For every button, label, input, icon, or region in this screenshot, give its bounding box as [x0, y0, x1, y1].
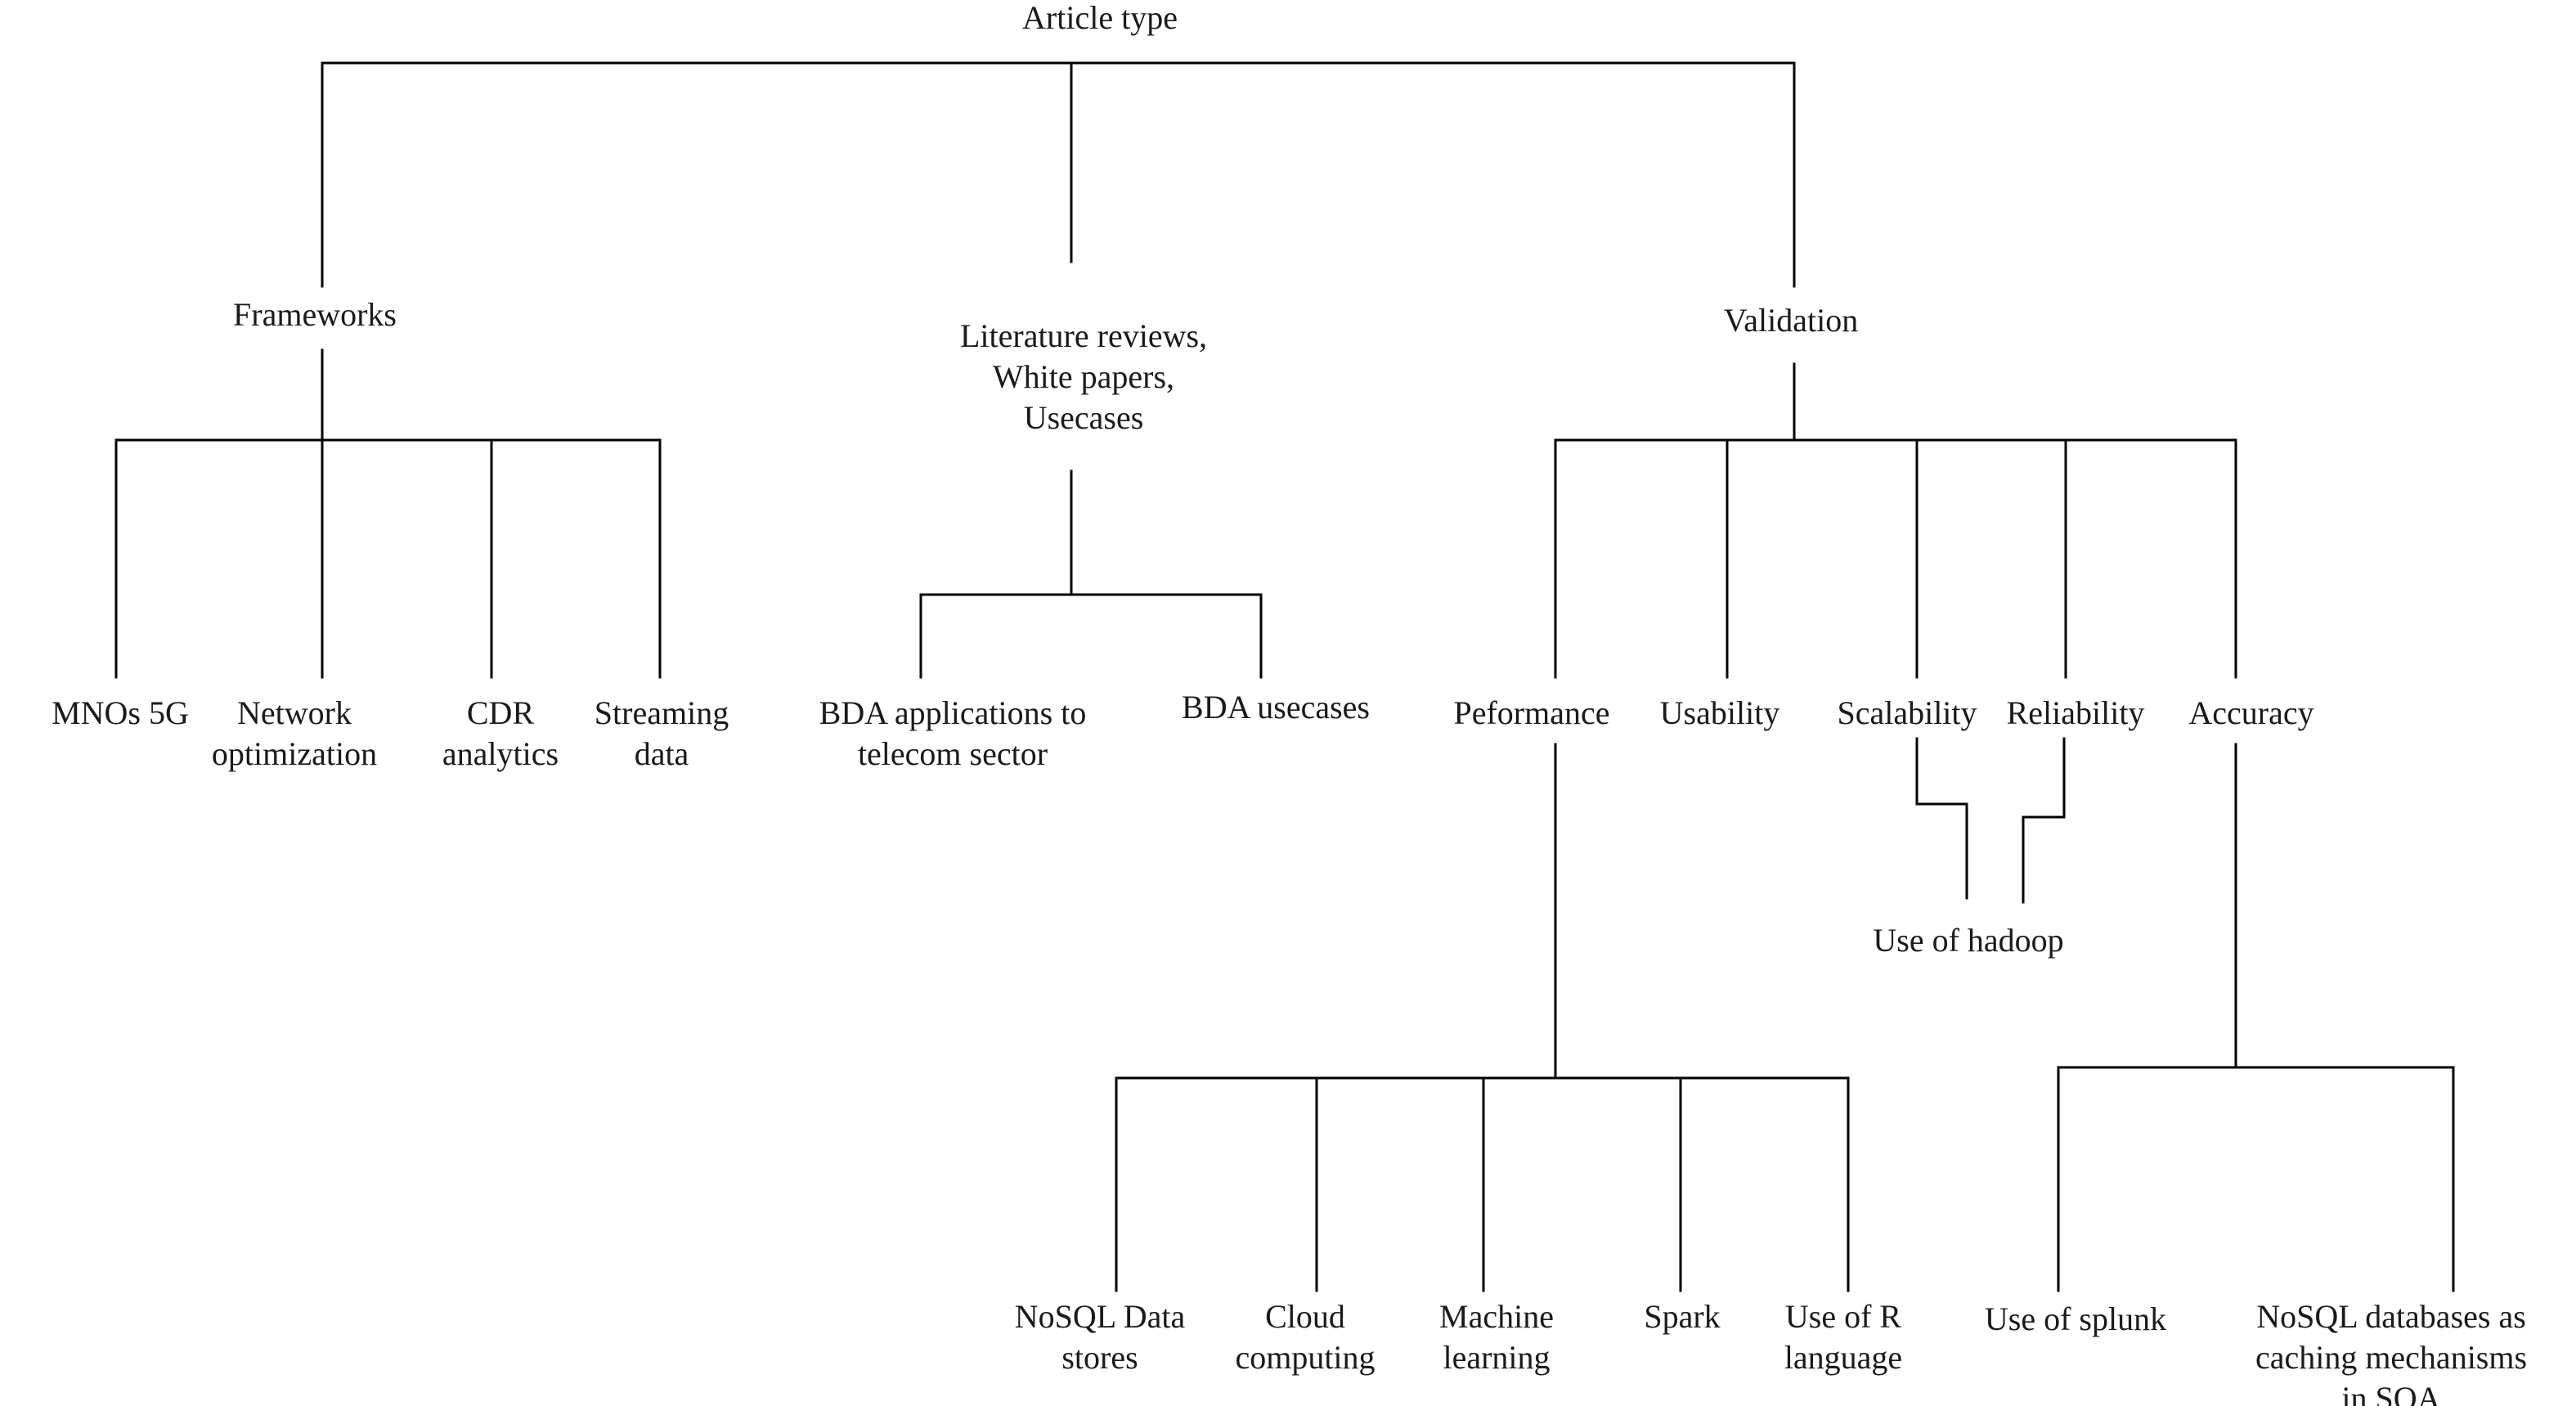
scalability-node: Scalability [1837, 694, 1977, 731]
cloud-computing-node: Cloud computing [1235, 1298, 1375, 1376]
label-line: Usability [1660, 694, 1780, 731]
label-line: stores [1061, 1339, 1138, 1376]
label-line: Usecases [1024, 399, 1144, 436]
nosql-data-stores-node: NoSQL Data stores [1015, 1298, 1186, 1376]
nosql-caching-node: NoSQL databases as caching mechanisms in S… [2255, 1298, 2527, 1406]
label-line: Use of R [1785, 1298, 1902, 1335]
label-line: White papers, [993, 358, 1174, 395]
label-line: NoSQL Data [1015, 1298, 1186, 1335]
mnos-5g-node: MNOs 5G [52, 694, 189, 731]
label-line: optimization [212, 735, 377, 772]
streaming-data-node: Streaming data [595, 694, 729, 772]
label-line: Cloud [1265, 1298, 1345, 1335]
usability-node: Usability [1660, 694, 1780, 731]
performance-node: Peformance [1453, 694, 1609, 731]
label-line: Literature reviews, [960, 317, 1207, 354]
label-line: Use of splunk [1985, 1300, 2166, 1337]
label-line: Spark [1644, 1298, 1720, 1335]
literature-node: Literature reviews, White papers, Usecases [960, 317, 1207, 436]
spark-node: Spark [1644, 1298, 1720, 1335]
label-line: Accuracy [2188, 694, 2313, 731]
use-of-r-language-node: Use of R language [1784, 1298, 1902, 1376]
label-line: Article type [1022, 0, 1178, 36]
label-line: Reliability [2007, 694, 2145, 731]
label-line: telecom sector [858, 735, 1048, 772]
accuracy-node: Accuracy [2188, 694, 2313, 731]
frameworks-node: Frameworks [233, 296, 397, 333]
label-line: MNOs 5G [52, 694, 189, 731]
label-line: Network [237, 694, 352, 731]
machine-learning-node: Machine learning [1439, 1298, 1554, 1376]
label-line: in SOA [2341, 1380, 2440, 1406]
validation-node: Validation [1724, 302, 1858, 339]
label-line: Frameworks [233, 296, 397, 333]
label-line: CDR [467, 694, 535, 731]
label-line: Validation [1724, 302, 1858, 339]
label-line: analytics [442, 735, 559, 772]
cdr-analytics-node: CDR analytics [442, 694, 559, 772]
bda-usecases-node: BDA usecases [1182, 689, 1370, 725]
connectors [114, 61, 2455, 1292]
labels: Article type Frameworks Literature revie… [52, 0, 2527, 1406]
label-line: Machine [1439, 1298, 1554, 1335]
network-optimization-node: Network optimization [212, 694, 377, 772]
label-line: Peformance [1453, 694, 1609, 731]
reliability-node: Reliability [2007, 694, 2145, 731]
label-line: NoSQL databases as [2256, 1298, 2526, 1335]
label-line: Scalability [1837, 694, 1977, 731]
label-line: Use of hadoop [1873, 922, 2063, 959]
root-node: Article type [1022, 0, 1178, 36]
label-line: BDA applications to [819, 694, 1087, 731]
label-line: Streaming [595, 694, 729, 731]
label-line: data [635, 735, 689, 772]
label-line: computing [1235, 1339, 1375, 1376]
label-line: learning [1443, 1339, 1550, 1376]
use-of-splunk-node: Use of splunk [1985, 1300, 2166, 1337]
label-line: BDA usecases [1182, 689, 1370, 725]
bda-applications-node: BDA applications to telecom sector [819, 694, 1087, 772]
use-of-hadoop-node: Use of hadoop [1873, 922, 2063, 959]
label-line: caching mechanisms [2255, 1339, 2527, 1376]
label-line: language [1784, 1339, 1902, 1376]
